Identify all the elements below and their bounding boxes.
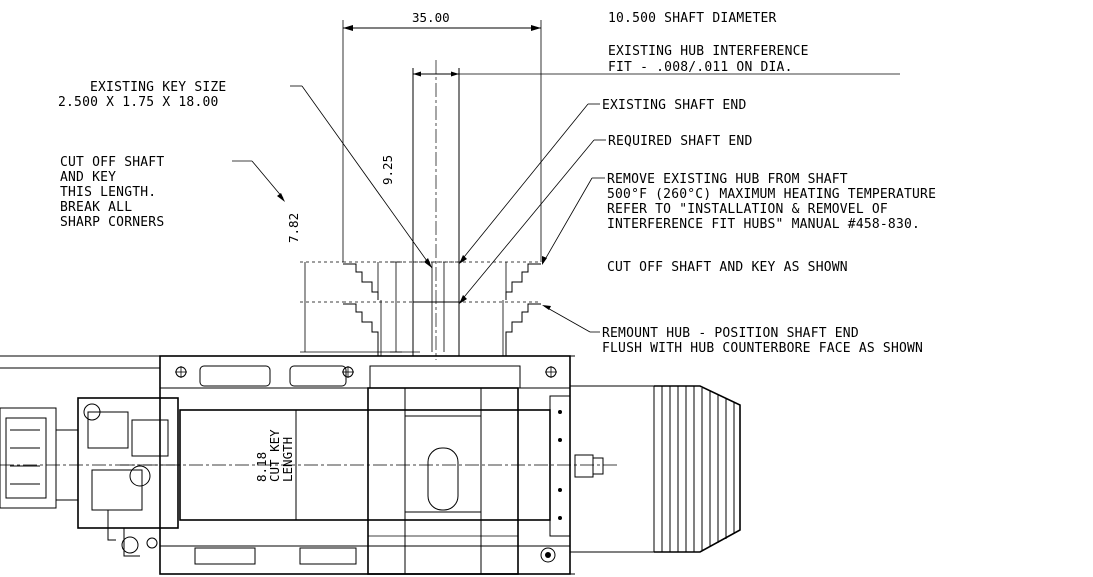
note-key-size-line-1: EXISTING KEY SIZE (90, 80, 226, 95)
note-hub-fit-line-1: EXISTING HUB INTERFERENCE (608, 44, 809, 59)
note-hub-fit-line-2: FIT - .008/.011 ON DIA. (608, 60, 793, 75)
dimension-7-82-label: 7.82 (286, 213, 301, 243)
note-required-shaft-end: REQUIRED SHAFT END (608, 134, 752, 149)
note-remove-hub-line-1: REMOVE EXISTING HUB FROM SHAFT (607, 172, 848, 187)
dimension-7-82: 7.82 (286, 213, 420, 353)
note-cut-off-shown: CUT OFF SHAFT AND KEY AS SHOWN (607, 260, 848, 275)
note-cut-off-line-4: BREAK ALL (60, 200, 132, 215)
note-remove-hub-line-2: 500°F (260°C) MAXIMUM HEATING TEMPERATUR… (607, 187, 936, 202)
note-cut-off-line-5: SHARP CORNERS (60, 215, 164, 230)
notes: 10.500 SHAFT DIAMETER EXISTING HUB INTER… (58, 11, 936, 356)
key-length-value: 8.18 (254, 452, 269, 482)
key-length-caption-1: CUT KEY (267, 429, 282, 482)
hub-existing-position (343, 261, 541, 300)
note-remount-line-2: FLUSH WITH HUB COUNTERBORE FACE AS SHOWN (602, 341, 923, 356)
dimension-35-label: 35.00 (412, 10, 450, 25)
bolt-holes (175, 366, 557, 563)
shaft-and-key (412, 60, 460, 360)
note-remove-hub-line-3: REFER TO "INSTALLATION & REMOVEL OF (607, 202, 888, 217)
dimension-9-25-label: 9.25 (380, 155, 395, 185)
note-shaft-diameter: 10.500 SHAFT DIAMETER (608, 11, 777, 26)
left-coupling (0, 397, 180, 557)
note-remount-line-1: REMOUNT HUB - POSITION SHAFT END (602, 326, 859, 341)
fan-guard (654, 385, 741, 553)
note-remove-hub-line-4: INTERFERENCE FIT HUBS" MANUAL #458-830. (607, 217, 920, 232)
note-cut-off-line-3: THIS LENGTH. (60, 185, 156, 200)
note-cut-off-line-1: CUT OFF SHAFT (60, 155, 164, 170)
note-key-size-line-2: 2.500 X 1.75 X 18.00 (58, 95, 219, 110)
hub-remounted (343, 300, 541, 356)
key-length-caption-2: LENGTH (280, 437, 295, 482)
dimension-35: 35.00 (342, 10, 542, 262)
leader-lines (232, 85, 606, 333)
dimension-9-25: 9.25 (380, 155, 402, 353)
note-existing-shaft-end: EXISTING SHAFT END (602, 98, 746, 113)
note-cut-off-line-2: AND KEY (60, 170, 116, 185)
key-length-label: 8.18 CUT KEY LENGTH (254, 410, 297, 520)
